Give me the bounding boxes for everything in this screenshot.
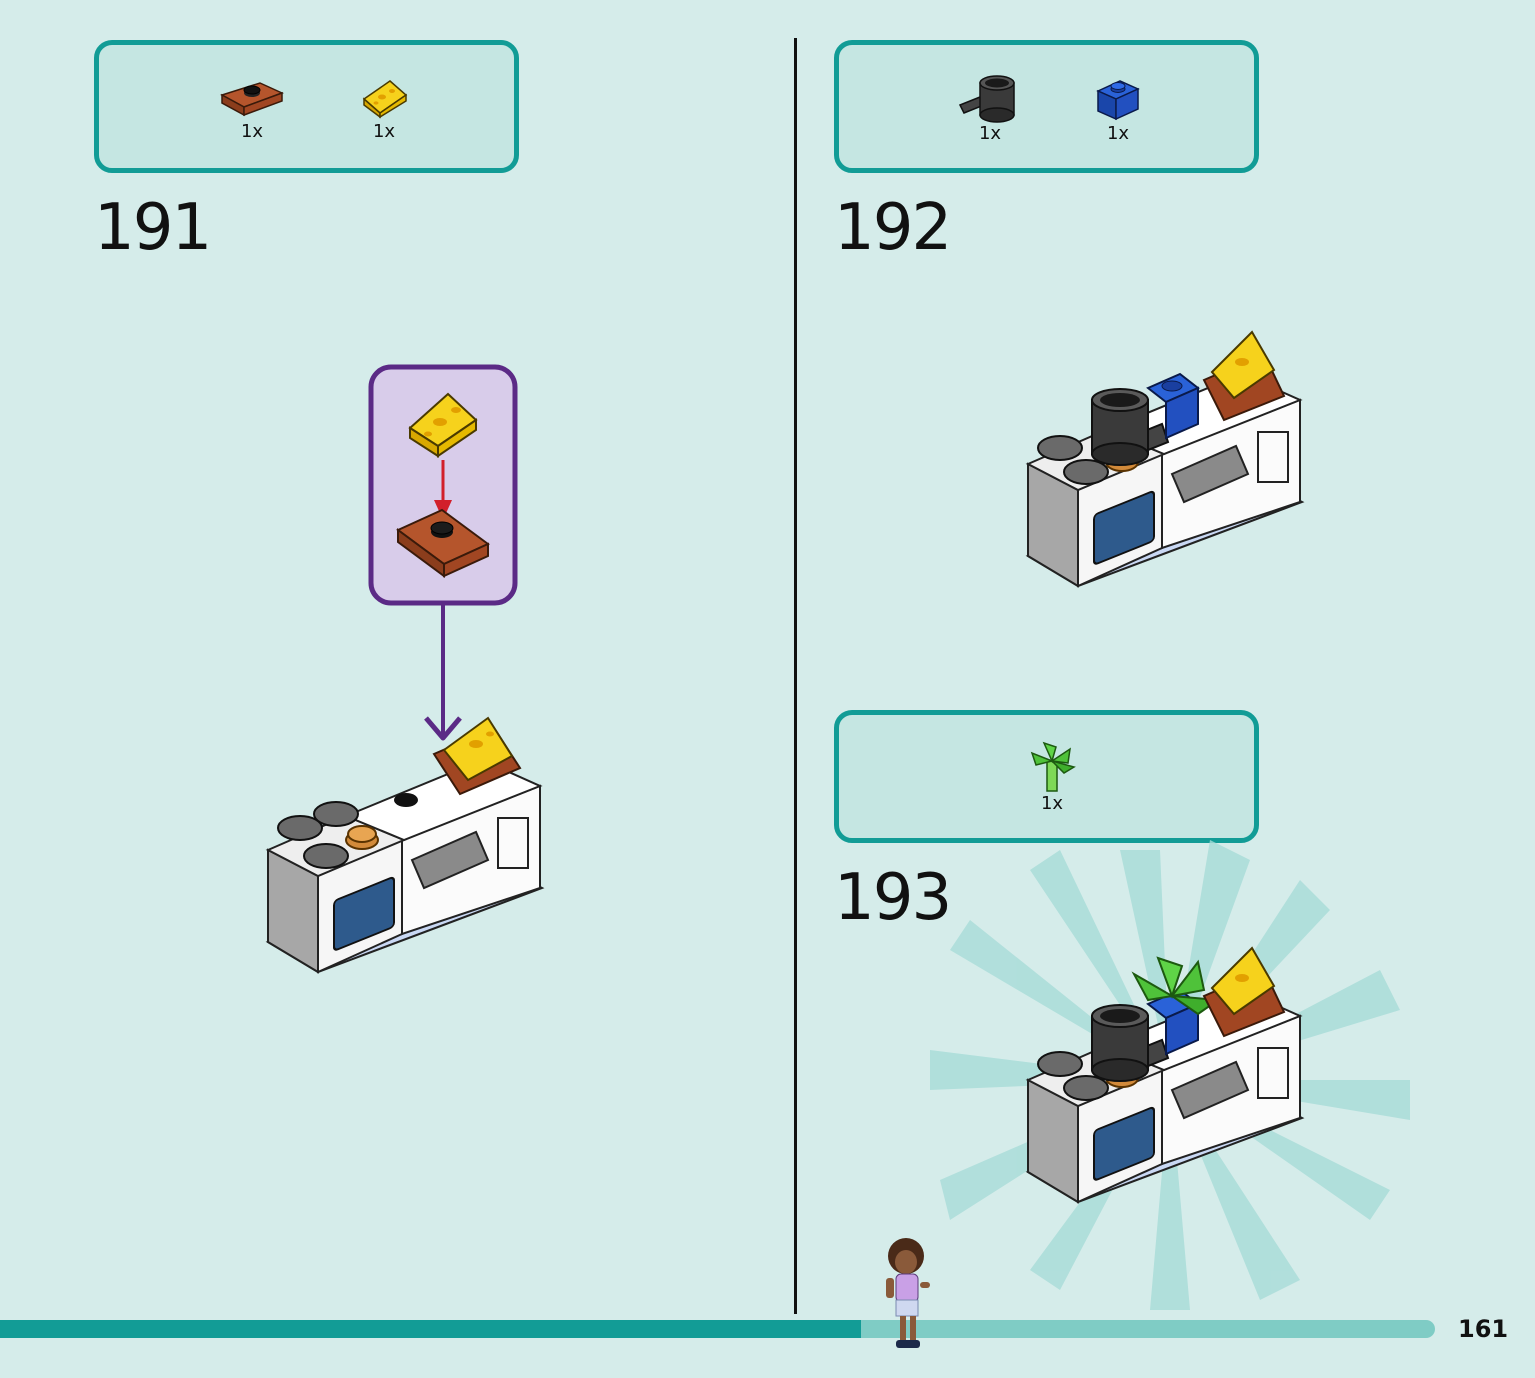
cheese-slope-icon <box>362 80 408 119</box>
parts-callout-193: 1x <box>834 710 1259 843</box>
part-blue-brick: 1x <box>1073 73 1163 144</box>
part-black-cooking-pot: 1x <box>945 71 1035 144</box>
progress-bar-fill <box>0 1320 861 1338</box>
column-divider <box>794 38 797 1314</box>
page-number: 161 <box>1458 1315 1509 1343</box>
blue-brick-icon <box>1096 80 1140 121</box>
cooking-pot-icon <box>958 75 1015 123</box>
plant-leaves-icon <box>1030 741 1076 792</box>
part-qty: 1x <box>1040 793 1064 814</box>
part-qty: 1x <box>240 121 264 142</box>
parts-callout-191: 1x 1x <box>94 40 519 173</box>
reddish-brown-plate-icon <box>220 82 284 117</box>
kitchen-model-191 <box>265 716 545 974</box>
part-qty: 1x <box>978 123 1002 144</box>
step-number-193: 193 <box>834 861 952 935</box>
reddish-brown-plate-icon <box>396 508 490 578</box>
part-yellow-cheese-slope: 1x <box>339 73 429 142</box>
kitchen-model-192 <box>1025 330 1305 588</box>
cheese-slope-icon <box>408 392 478 458</box>
subassembly-callout-191 <box>368 364 518 741</box>
part-green-plant: 1x <box>1007 739 1097 814</box>
parts-callout-192: 1x 1x <box>834 40 1259 173</box>
part-qty: 1x <box>1106 123 1130 144</box>
step-number-191: 191 <box>94 191 212 265</box>
minidoll-figure-icon <box>886 1238 930 1348</box>
progress-bar <box>0 1320 1435 1338</box>
part-qty: 1x <box>372 121 396 142</box>
part-reddish-brown-plate: 1x <box>207 73 297 142</box>
kitchen-model-193 <box>1025 946 1305 1204</box>
step-number-192: 192 <box>834 191 952 265</box>
